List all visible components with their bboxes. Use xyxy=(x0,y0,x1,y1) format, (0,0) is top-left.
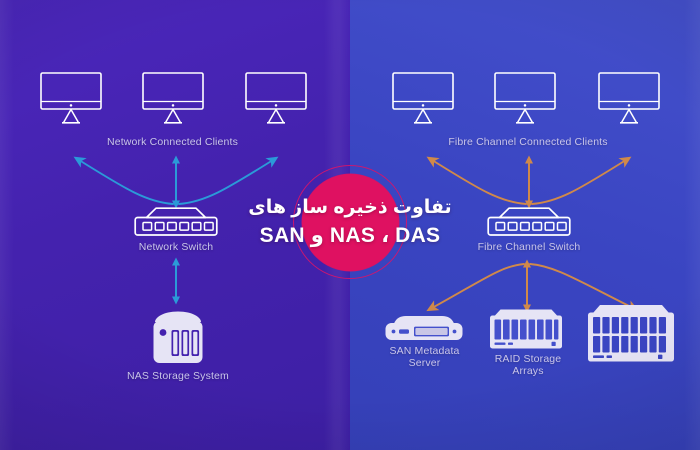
left-network-switch-icon xyxy=(133,206,219,238)
center-title-badge: تفاوت ذخیره ساز های NAS ، DAS و SAN xyxy=(248,157,452,287)
right-clients-label: Fibre Channel Connected Clients xyxy=(448,136,608,148)
left-panel-background xyxy=(0,0,350,450)
fibre-channel-switch-label: Fibre Channel Switch xyxy=(477,241,581,253)
right-panel-background xyxy=(350,0,700,450)
san-metadata-server-label: SAN Metadata Server xyxy=(389,345,460,369)
right-arrow-group-clients xyxy=(408,148,648,210)
left-arrow-group-clients xyxy=(55,148,295,210)
badge-disc xyxy=(301,173,399,271)
badge-outer-ring xyxy=(293,165,407,279)
fibre-channel-switch-icon xyxy=(486,206,572,238)
raid-storage-array-label: RAID Storage Arrays xyxy=(494,353,562,377)
left-client-monitor-3 xyxy=(245,72,307,124)
right-client-monitor-3 xyxy=(598,72,660,124)
right-client-monitor-1 xyxy=(392,72,454,124)
san-metadata-server-icon xyxy=(384,313,464,343)
raid-storage-array-large-icon xyxy=(586,302,676,364)
right-edge-highlight xyxy=(684,0,700,450)
left-clients-label: Network Connected Clients xyxy=(107,136,238,148)
right-client-monitor-2 xyxy=(494,72,556,124)
left-switch-label: Network Switch xyxy=(138,241,214,253)
left-arrow-switch-to-storage xyxy=(168,256,184,306)
nas-storage-label: NAS Storage System xyxy=(127,370,229,382)
left-client-monitor-1 xyxy=(40,72,102,124)
raid-storage-array-small-icon xyxy=(488,307,564,351)
right-arrow-group-storage xyxy=(405,258,655,320)
left-edge-highlight xyxy=(0,0,14,450)
left-client-monitor-2 xyxy=(142,72,204,124)
nas-storage-icon xyxy=(150,308,206,366)
